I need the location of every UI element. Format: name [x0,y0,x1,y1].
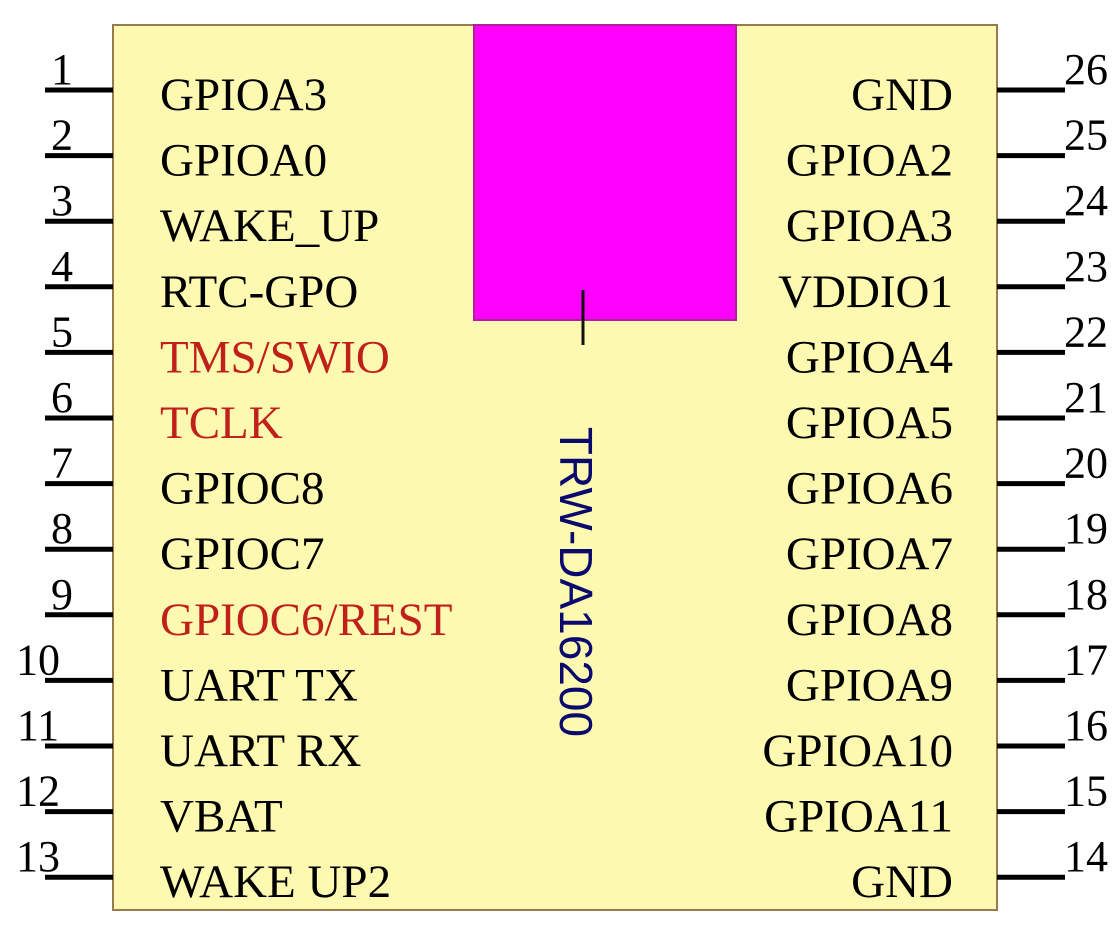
pin-label: GPIOC6/REST [160,594,453,646]
pin-label: VDDIO1 [778,266,953,318]
pin-number: 12 [16,767,60,816]
pin-label: GPIOA4 [786,331,953,383]
pin-number: 18 [1064,570,1108,619]
pin-label: GPIOA6 [786,463,953,515]
pin-label: GPIOA11 [764,791,953,843]
pin-label: GPIOA3 [160,69,327,121]
pin-label: GPIOA2 [786,135,953,187]
pin-label: GPIOA7 [786,528,953,580]
pin-number: 10 [16,635,60,684]
pin-label: WAKE_UP [160,200,379,252]
pin-number: 23 [1064,242,1108,291]
pin-number: 20 [1064,439,1108,488]
pin-label: GPIOA8 [786,594,953,646]
pin-label: GPIOC8 [160,463,325,515]
pin-label: TCLK [160,397,283,449]
pin-number: 25 [1064,111,1108,160]
pin-number: 19 [1064,504,1108,553]
pin-number: 24 [1064,176,1108,225]
pin-label: GPIOA5 [786,397,953,449]
pin-number: 6 [51,373,73,422]
pin-label: GPIOC7 [160,528,325,580]
pin-label: GPIOA3 [786,200,953,252]
pin-label: RTC-GPO [160,266,358,318]
pin-number: 11 [17,701,59,750]
pin-number: 17 [1064,635,1108,684]
pin-label: UART RX [160,725,361,777]
pin-label: GND [851,69,953,121]
pin-label: GND [851,856,953,908]
pin-number: 13 [16,832,60,881]
pin-number: 22 [1064,307,1108,356]
pin-label: GPIOA9 [786,659,953,711]
pin-label: VBAT [160,791,283,843]
pin-number: 2 [51,111,73,160]
pin-number: 14 [1064,832,1108,881]
pin-label: GPIOA10 [762,725,953,777]
pin-number: 3 [51,176,73,225]
pin-number: 9 [51,570,73,619]
pin-number: 7 [51,439,73,488]
pin-label: TMS/SWIO [160,331,390,383]
pin-label: GPIOA0 [160,135,327,187]
pin-number: 4 [51,242,73,291]
pin-number: 1 [51,45,73,94]
pin-label: WAKE UP2 [160,856,391,908]
pin-number: 16 [1064,701,1108,750]
part-number: TRW-DA16200 [550,427,602,737]
pin-label: UART TX [160,659,358,711]
pin-number: 5 [51,307,73,356]
pin-number: 15 [1064,767,1108,816]
antenna-area [473,24,737,321]
pin-number: 26 [1064,45,1108,94]
pin-number: 8 [51,504,73,553]
pin-number: 21 [1064,373,1108,422]
